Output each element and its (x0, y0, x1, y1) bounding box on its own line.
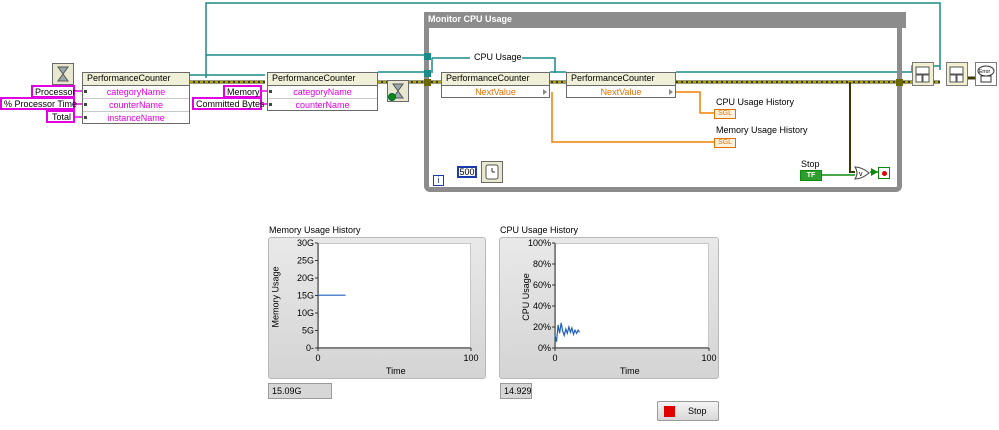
instance-name-terminal-text: instanceName (107, 113, 165, 123)
pct-processor-time-constant-text: % Processor Time (4, 99, 78, 109)
counter-name-terminal[interactable]: counterName (268, 99, 377, 111)
loop-title: Monitor CPU Usage (424, 12, 906, 28)
close-reference-icon[interactable] (946, 62, 968, 86)
next-value-terminal[interactable]: NextValue (442, 86, 549, 98)
tunnel-icon (424, 70, 431, 77)
iteration-terminal: i (433, 175, 444, 186)
cpu-chart-y-tick-label: 0% (538, 343, 551, 353)
tunnel-icon (424, 79, 431, 86)
memory-xlabel: Time (386, 366, 406, 376)
cpu-ylabel: CPU Usage (520, 273, 531, 321)
category-name-terminal[interactable]: categoryName (83, 86, 189, 99)
svg-text:v: v (859, 171, 863, 178)
pct-processor-time-constant: % Processor Time (0, 97, 78, 110)
stop-button[interactable]: Stop (657, 401, 719, 421)
cpu-chart-x-tick-label: 0 (552, 353, 557, 363)
total-constant-text: Total (51, 112, 71, 122)
stop-terminal[interactable]: TF (800, 170, 822, 181)
memory-ylabel: Memory Usage (270, 266, 281, 328)
tunnel-icon (896, 79, 903, 86)
memory-chart-y-tick-label: 25G (297, 256, 314, 266)
category-name-terminal-text: categoryName (293, 87, 352, 97)
sgl-tag: SGL (717, 139, 732, 146)
memory-constant-text: Memory (227, 87, 260, 97)
cpu-chart-series-line (554, 322, 581, 342)
mem-history-terminal[interactable]: SGL (714, 138, 736, 148)
processor-constant: Processor (31, 85, 76, 98)
memory-chart-y-tick-label: 10G (297, 308, 314, 318)
memory-chart-y-tick-label: 15G (297, 291, 314, 301)
counter-name-terminal-text: counterName (295, 100, 350, 110)
stop-button-label: Stop (688, 406, 707, 416)
cpu-value-indicator-text: 14.929 (504, 386, 532, 396)
or-gate-icon: v (854, 166, 870, 182)
memory-chart-x-tick-label: 100 (463, 353, 478, 363)
memory-chart-y-tick-label: 0- (306, 343, 314, 353)
performance-counter-node[interactable]: PerformanceCounter categoryName counterN… (82, 72, 190, 124)
next-value-terminal[interactable]: NextValue (567, 86, 675, 98)
sgl-tag: SGL (717, 110, 732, 117)
performance-counter-node-title: PerformanceCounter (442, 73, 549, 86)
total-constant: Total (46, 110, 75, 123)
stop-square-icon (664, 406, 675, 417)
memory-chart-x-tick-label: 0 (315, 353, 320, 363)
timer-icon[interactable] (481, 161, 503, 183)
processor-constant-text: Processor (35, 87, 76, 97)
performance-counter-node-title: PerformanceCounter (567, 73, 675, 86)
cpu-xlabel: Time (620, 366, 640, 376)
cpu-chart-y-tick-label: 80% (533, 259, 551, 269)
performance-counter-node-title: PerformanceCounter (268, 73, 377, 86)
next-value-terminal-text: NextValue (600, 87, 642, 97)
iteration-terminal-text: i (437, 175, 440, 185)
mem-history-terminal-label: Memory Usage History (716, 125, 808, 135)
instance-name-terminal[interactable]: instanceName (83, 112, 189, 124)
memory-value-indicator: 15.09G (268, 383, 332, 399)
performance-counter-node[interactable]: PerformanceCounter NextValue (566, 72, 676, 98)
memory-chart-svg: 0- 5G 10G 15G 20G 25G 30G 0 100 (297, 238, 479, 363)
tunnel-icon (424, 53, 431, 60)
cpu-usage-label: CPU Usage (474, 52, 522, 62)
memory-chart-y-tick-label: 30G (297, 238, 314, 248)
committed-bytes-constant: Committed Bytes (192, 97, 265, 110)
boolean-constant-icon (388, 93, 396, 101)
stop-terminal-label: Stop (801, 159, 820, 169)
memory-chart-y-tick-label: 5G (302, 326, 314, 336)
category-name-terminal[interactable]: categoryName (268, 86, 377, 99)
counter-name-terminal[interactable]: counterName (83, 99, 189, 112)
cpu-history-terminal-label: CPU Usage History (716, 97, 795, 107)
loop-condition-icon[interactable] (878, 167, 890, 179)
cpu-chart-y-tick-label: 60% (533, 280, 551, 290)
memory-chart-title: Memory Usage History (269, 225, 361, 235)
memory-value-indicator-text: 15.09G (272, 386, 302, 396)
block-diagram: Processor % Processor Time Total Memory … (0, 0, 999, 200)
close-reference-icon[interactable] (912, 62, 934, 86)
performance-counter-node-title: PerformanceCounter (83, 73, 189, 86)
cpu-chart-y-tick-label: 20% (533, 322, 551, 332)
stop-terminal-text: TF (806, 172, 816, 179)
cpu-chart-y-tick-label: 40% (533, 301, 551, 311)
error-handler-text: Error (979, 69, 990, 75)
performance-counter-node[interactable]: PerformanceCounter categoryName counterN… (267, 72, 378, 111)
counter-name-terminal-text: counterName (108, 100, 164, 110)
memory-chart-y-tick-label: 20G (297, 273, 314, 283)
cpu-value-indicator: 14.929 (500, 383, 532, 399)
wait-constant-text: 500 (459, 167, 475, 177)
cpu-chart-svg: 0% 20% 40% 60% 80% 100% 0 100 (528, 238, 717, 363)
performance-counter-node[interactable]: PerformanceCounter NextValue (441, 72, 550, 98)
committed-bytes-constant-text: Committed Bytes (196, 99, 265, 109)
next-value-terminal-text: NextValue (475, 87, 516, 97)
wait-constant[interactable]: 500 (457, 166, 477, 178)
error-handler-icon[interactable]: Error (975, 62, 997, 86)
cpu-chart-y-tick-label: 100% (528, 238, 551, 248)
hourglass-icon (52, 63, 74, 85)
cpu-chart-x-tick-label: 100 (701, 353, 716, 363)
cpu-history-terminal[interactable]: SGL (714, 109, 736, 119)
category-name-terminal-text: categoryName (106, 87, 166, 97)
cpu-chart-title: CPU Usage History (500, 225, 579, 235)
